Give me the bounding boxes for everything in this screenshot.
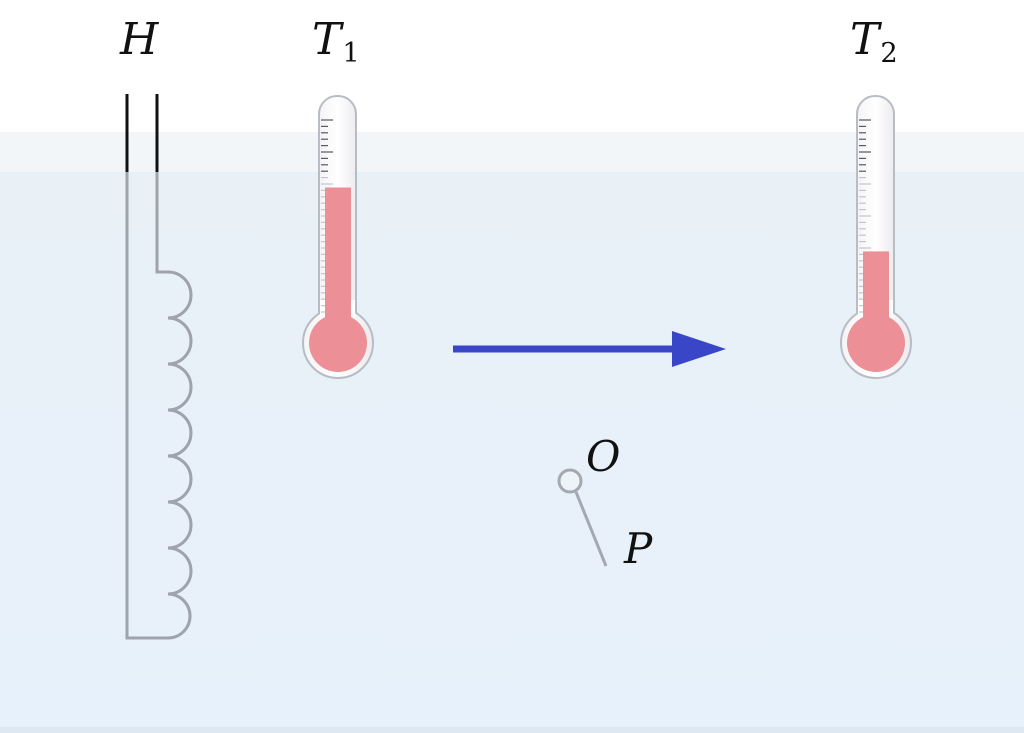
heater-label: H <box>120 18 158 62</box>
water-body <box>0 172 1024 733</box>
pivot-label: O <box>586 436 620 478</box>
thermometer-2-label-symbol: T <box>850 14 880 65</box>
process-arrow <box>453 331 726 367</box>
thermometer-1-label-subscript: 1 <box>342 37 360 69</box>
stirrer <box>557 468 608 567</box>
process-arrow-head <box>672 331 726 367</box>
thermometer-2 <box>840 95 912 379</box>
thermometer-2-label-subscript: 2 <box>880 37 898 69</box>
thermometer-1-bulb <box>309 314 367 372</box>
heater-label-text: H <box>120 14 159 65</box>
pivot-label-text: O <box>586 432 621 481</box>
stirrer-end-label-text: P <box>624 524 653 573</box>
stirrer-rod <box>574 491 608 567</box>
stirrer-end-label: P <box>624 528 652 570</box>
thermometer-2-label: T2 <box>850 18 898 67</box>
stirrer-pivot <box>557 468 583 494</box>
thermometer-2-bulb <box>847 314 905 372</box>
heater-coil <box>125 172 193 640</box>
thermometer-1 <box>302 95 374 379</box>
container-bottom <box>0 727 1024 733</box>
thermometer-1-mercury-column <box>325 187 351 338</box>
heater <box>125 94 193 640</box>
thermometer-1-label: T1 <box>312 18 360 67</box>
thermometer-1-label-symbol: T <box>312 14 342 65</box>
